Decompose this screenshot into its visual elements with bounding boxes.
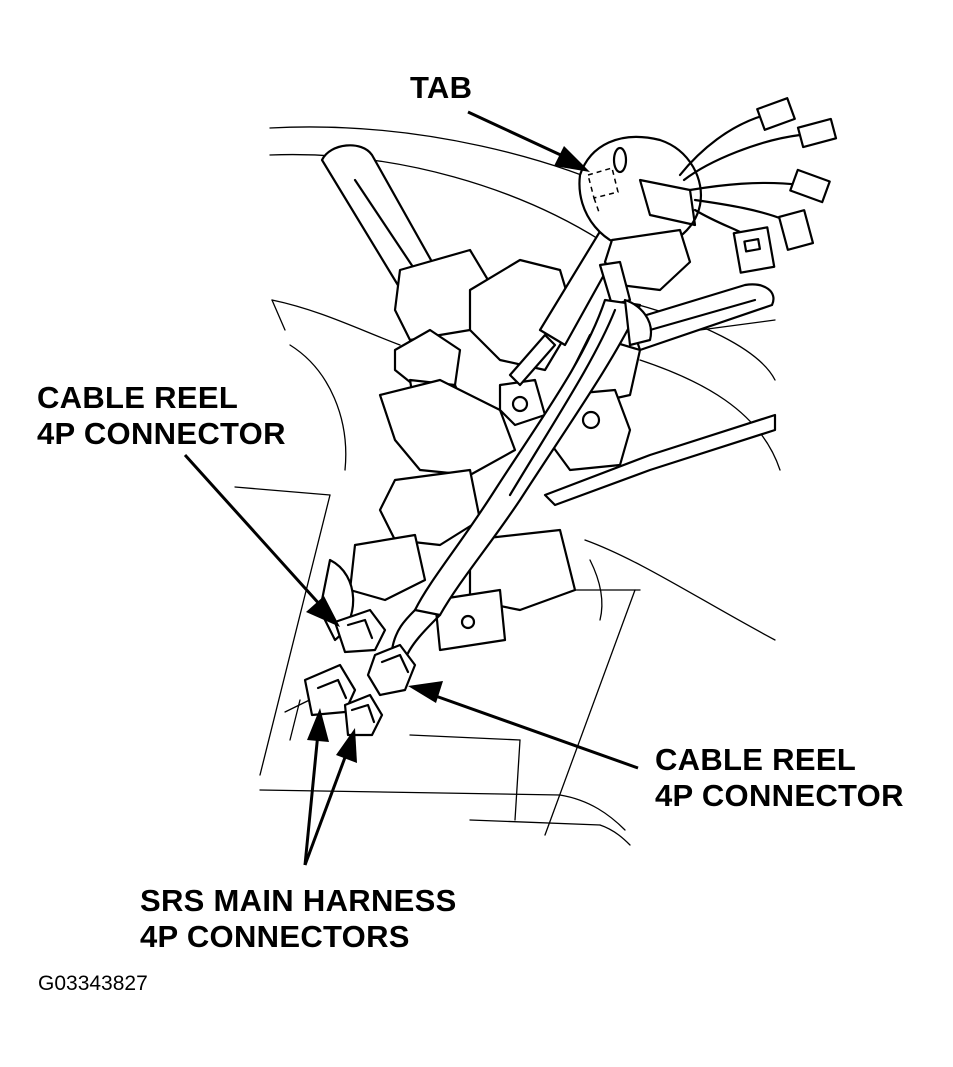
cable-reel-right-label-line1: CABLE REEL <box>655 742 857 777</box>
leader-arrows <box>183 110 639 866</box>
dashboard-outline <box>234 126 781 846</box>
cable-reel-left-label-line2: 4P CONNECTOR <box>37 416 286 451</box>
lower-connectors <box>303 608 417 737</box>
right-lever <box>543 283 777 507</box>
cable-reel-right-label-line2: 4P CONNECTOR <box>655 778 904 813</box>
cable-reel-4p-connector-right <box>366 643 417 697</box>
srs-harness-label-line1: SRS MAIN HARNESS <box>140 883 457 918</box>
cable-reel <box>578 135 703 307</box>
column-housing <box>318 258 642 652</box>
srs-harness-connector-1 <box>303 663 357 717</box>
cable-reel-4p-connector-left <box>333 608 387 654</box>
tab-label: TAB <box>410 70 473 105</box>
cable-reel-wiring <box>678 97 838 274</box>
figure-id: G03343827 <box>38 972 148 995</box>
wire-harness <box>390 298 653 662</box>
srs-harness-connector-2 <box>343 693 384 737</box>
cable-reel-left-label-line1: CABLE REEL <box>37 380 239 415</box>
srs-harness-label-line2: 4P CONNECTORS <box>140 919 410 954</box>
